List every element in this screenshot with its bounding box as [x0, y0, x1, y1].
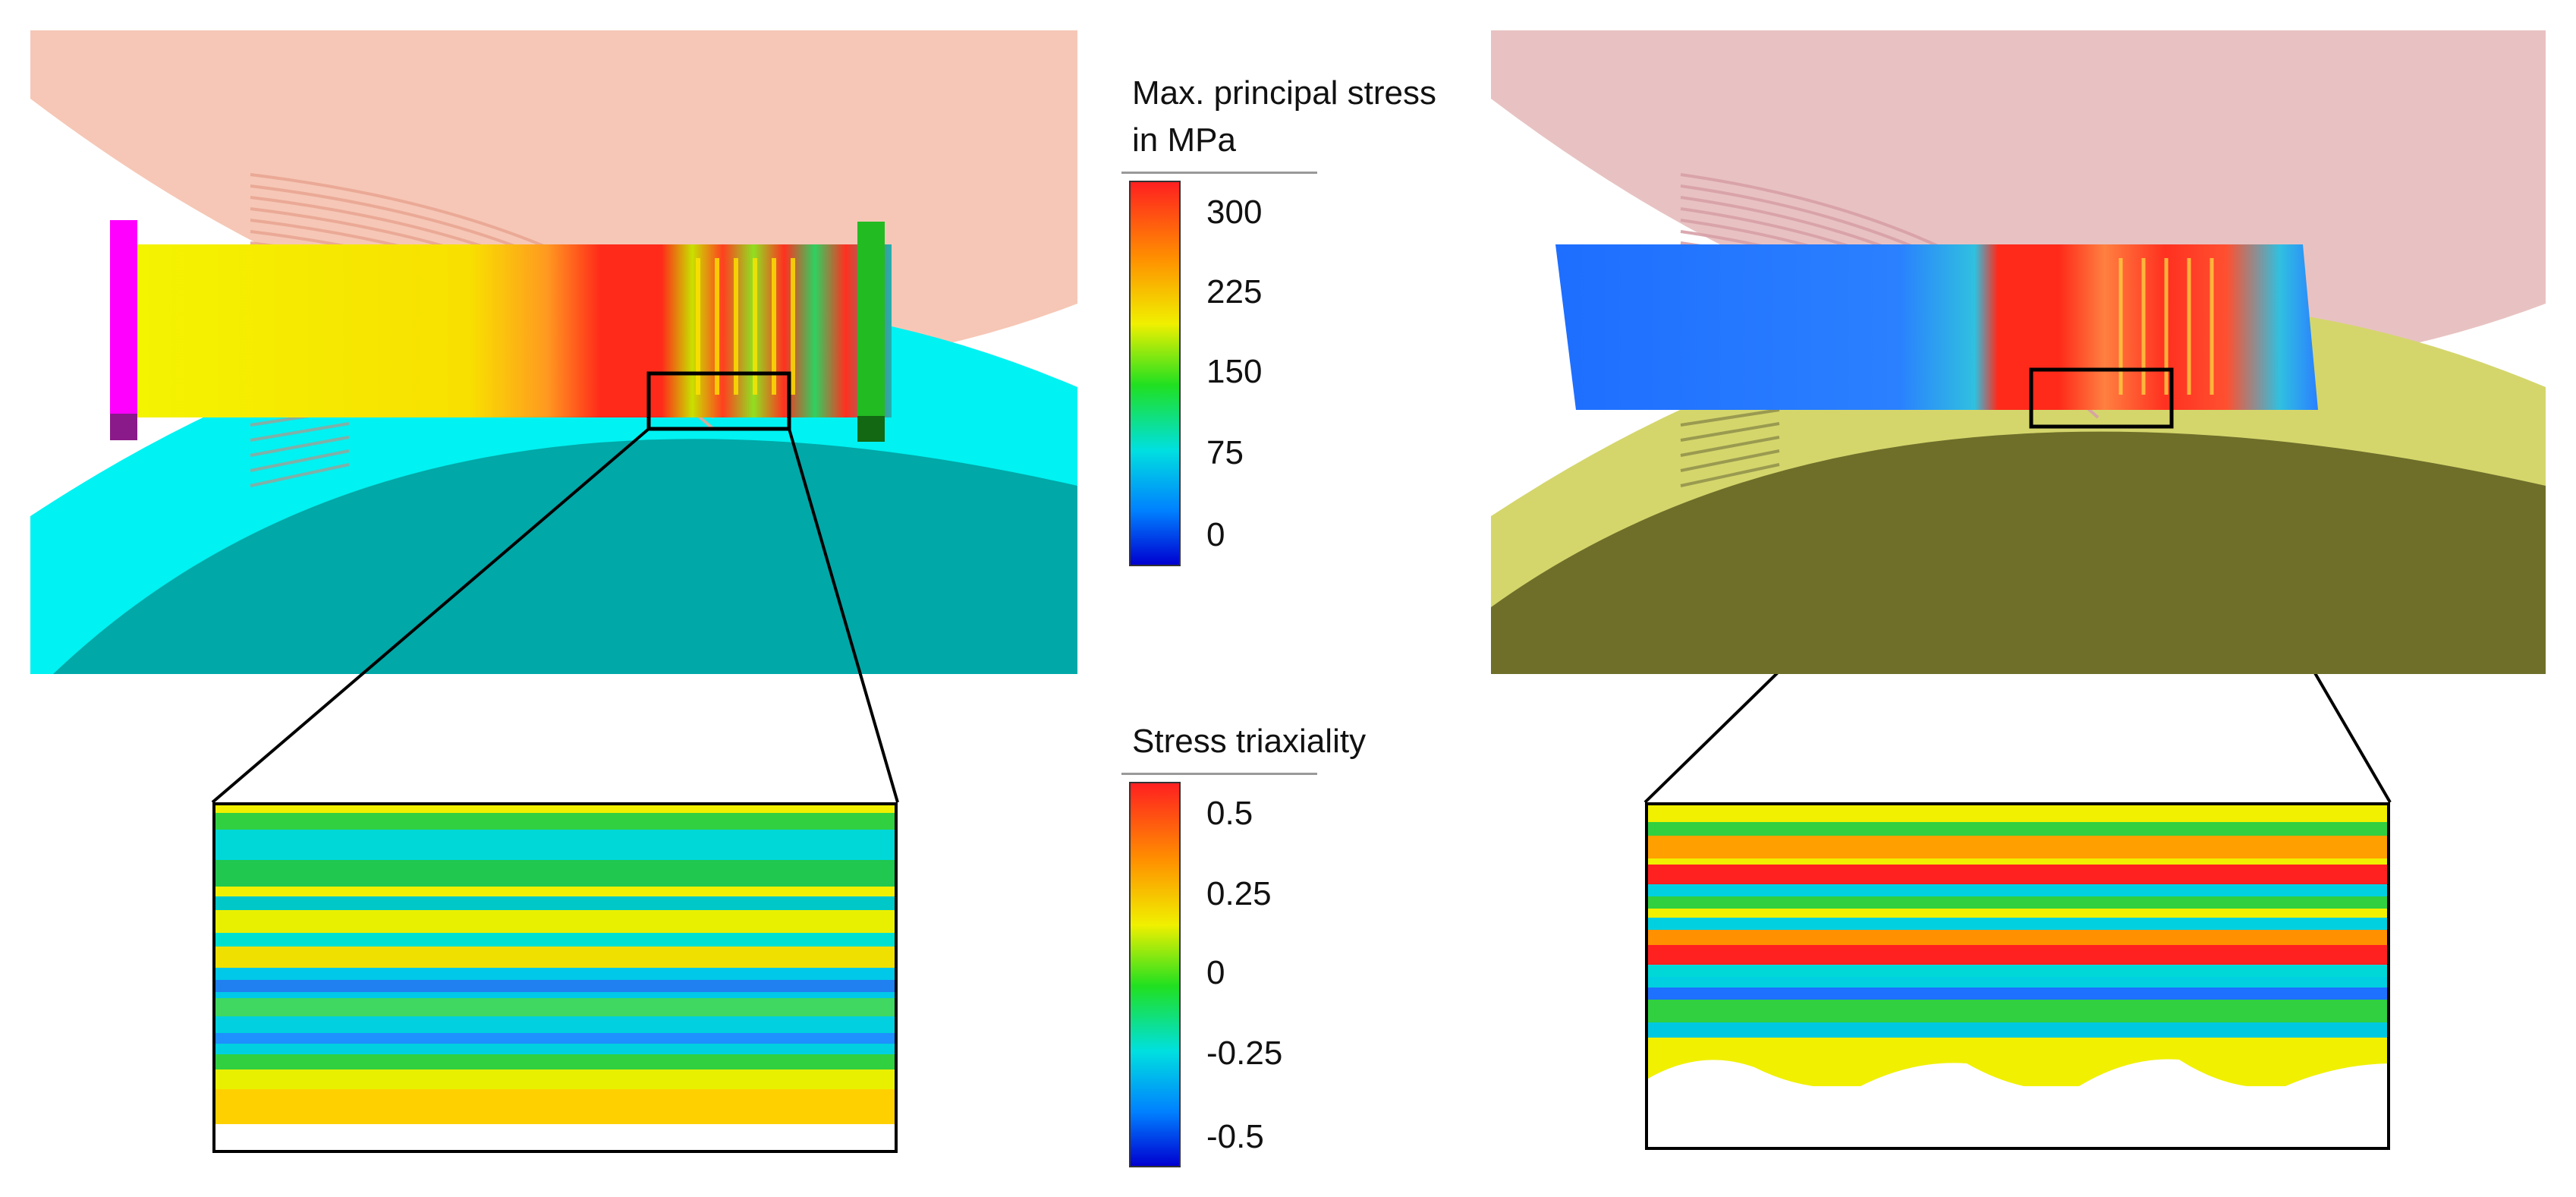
stress-tick-0: 300 [1206, 194, 1263, 231]
legend-divider [1121, 172, 1317, 174]
zoom-detail-left-graphic [215, 805, 895, 1150]
legend-triaxiality-title: Stress triaxiality [1132, 723, 1367, 760]
stress-colorbar [1129, 181, 1181, 566]
triaxiality-tick-3: -0.25 [1206, 1035, 1283, 1072]
zoom-detail-left [212, 802, 898, 1153]
zoom-box-left [646, 371, 791, 431]
triaxiality-tick-0: 0.5 [1206, 795, 1253, 832]
triaxiality-tick-4: -0.5 [1206, 1118, 1264, 1155]
stress-tick-4: 0 [1206, 516, 1225, 553]
simulation-view-left-graphic [30, 30, 1077, 674]
right-clamp [857, 222, 885, 442]
legend-triaxiality-divider [1121, 773, 1317, 775]
sheet-strip [125, 244, 892, 417]
simulation-view-right-graphic [1491, 30, 2546, 674]
zoom-detail-right [1645, 802, 2390, 1150]
simulation-view-left [30, 30, 1077, 674]
left-clamp [110, 220, 137, 440]
zoom-box-right [2029, 367, 2174, 429]
simulation-view-right [1491, 30, 2546, 674]
legend-title-line2: in MPa [1132, 121, 1236, 159]
stress-tick-1: 225 [1206, 273, 1263, 310]
zoom-detail-right-graphic [1648, 805, 2387, 1147]
legend-title-line1: Max. principal stress [1132, 74, 1437, 112]
triaxiality-colorbar [1129, 782, 1181, 1167]
triaxiality-tick-1: 0.25 [1206, 875, 1272, 912]
stress-tick-2: 150 [1206, 353, 1263, 390]
lower-roller-face [1491, 431, 2546, 674]
sheet-strip [1555, 244, 2318, 410]
stress-tick-3: 75 [1206, 434, 1244, 471]
triaxiality-tick-2: 0 [1206, 954, 1225, 991]
lower-roller-face [53, 439, 1077, 674]
